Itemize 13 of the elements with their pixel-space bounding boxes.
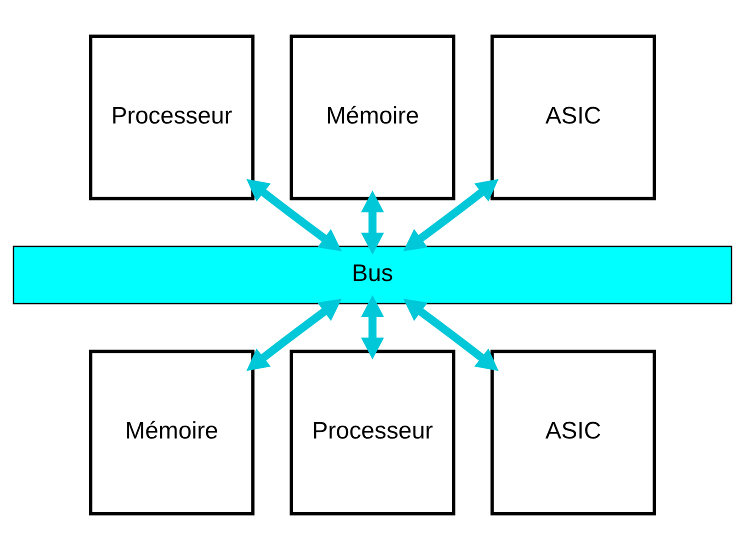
node-box: Processeur (290, 349, 456, 515)
node-box: ASIC (490, 34, 656, 200)
arrow (246, 178, 342, 251)
node-box: Mémoire (88, 349, 254, 515)
arrow (361, 190, 384, 254)
arrow (403, 178, 499, 251)
arrow (403, 298, 499, 370)
arrow (361, 294, 384, 360)
node-box: Bus (12, 245, 732, 304)
node-box: Processeur (88, 34, 254, 200)
node-box: Mémoire (290, 34, 456, 200)
arrow (246, 298, 342, 370)
node-box: ASIC (490, 349, 656, 515)
